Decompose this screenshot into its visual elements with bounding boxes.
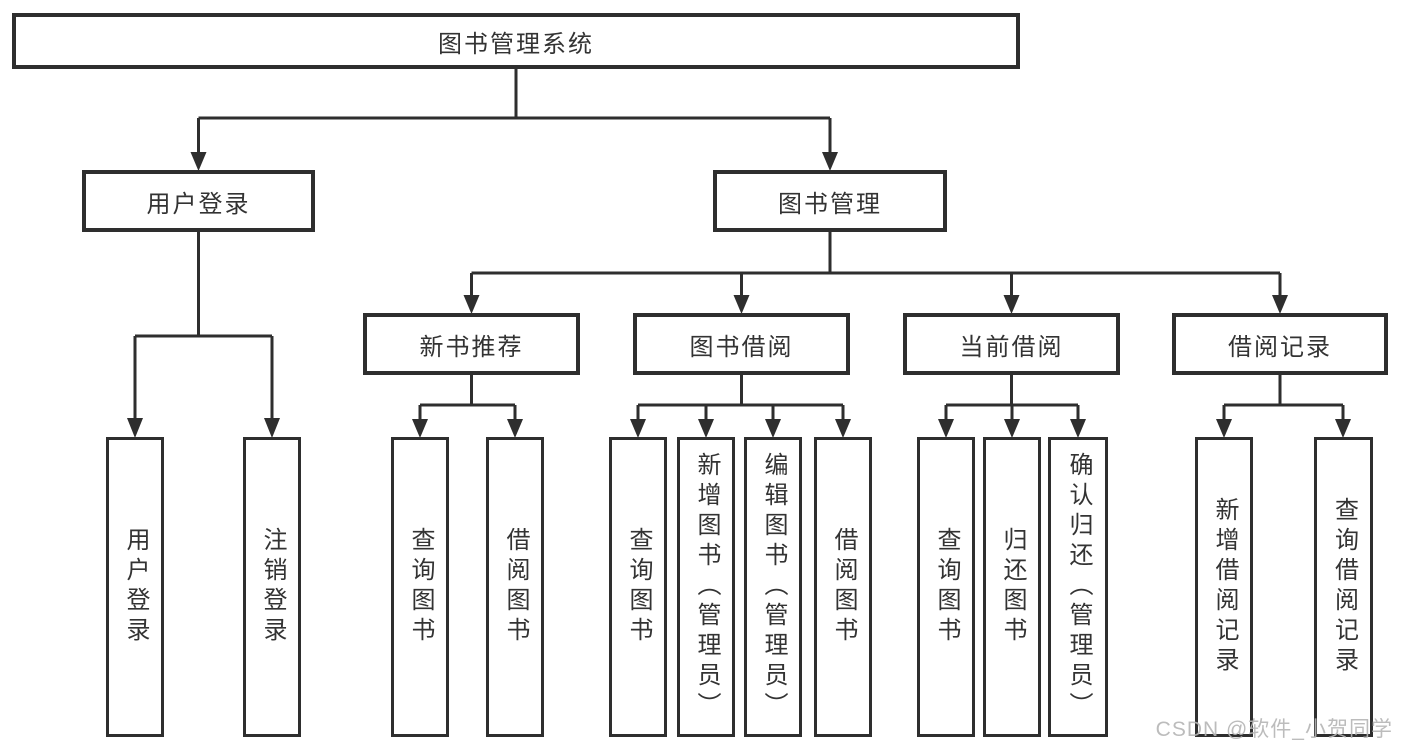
leaf-logout-label: 注销登录 — [259, 527, 286, 647]
leaf-borrow-books-recommend-label: 借阅图书 — [502, 527, 529, 647]
node-book-management-label: 图书管理 — [778, 190, 882, 218]
leaf-logout: 注销登录 — [243, 437, 301, 737]
leaf-borrow-books-label: 借阅图书 — [830, 527, 857, 647]
node-book-borrow: 图书借阅 — [633, 313, 850, 375]
leaf-add-borrow-record: 新增借阅记录 — [1195, 437, 1253, 737]
node-root: 图书管理系统 — [12, 13, 1020, 69]
node-book-borrow-label: 图书借阅 — [689, 333, 794, 361]
leaf-confirm-return-admin: 确认归还（管理员） — [1048, 437, 1108, 737]
leaf-query-books-current: 查询图书 — [917, 437, 975, 737]
leaf-query-borrow-record: 查询借阅记录 — [1314, 437, 1373, 737]
leaf-query-books-current-label: 查询图书 — [933, 527, 960, 647]
leaf-edit-book-admin: 编辑图书（管理员） — [744, 437, 802, 737]
watermark: CSDN @软件_小贺同学 — [1155, 718, 1393, 741]
leaf-query-books-recommend-label: 查询图书 — [407, 527, 434, 647]
leaf-borrow-books: 借阅图书 — [814, 437, 872, 737]
node-root-label: 图书管理系统 — [438, 30, 594, 58]
leaf-confirm-return-admin-label: 确认归还（管理员） — [1065, 452, 1092, 722]
leaf-add-borrow-record-label: 新增借阅记录 — [1211, 497, 1238, 677]
leaf-borrow-books-recommend: 借阅图书 — [486, 437, 544, 737]
leaf-query-books-recommend: 查询图书 — [391, 437, 449, 737]
node-user-login: 用户登录 — [82, 170, 315, 232]
node-borrow-records: 借阅记录 — [1172, 313, 1388, 375]
leaf-return-book-label: 归还图书 — [999, 527, 1026, 647]
node-new-book-recommend-label: 新书推荐 — [419, 333, 524, 361]
leaf-query-borrow-record-label: 查询借阅记录 — [1330, 497, 1358, 677]
leaf-return-book: 归还图书 — [983, 437, 1041, 737]
leaf-user-login: 用户登录 — [106, 437, 164, 737]
node-new-book-recommend: 新书推荐 — [363, 313, 580, 375]
leaf-add-book-admin-label: 新增图书（管理员） — [693, 452, 720, 722]
leaf-query-books-borrow: 查询图书 — [609, 437, 667, 737]
leaf-user-login-label: 用户登录 — [122, 527, 149, 647]
node-user-login-label: 用户登录 — [146, 190, 251, 218]
node-borrow-records-label: 借阅记录 — [1228, 333, 1332, 361]
node-current-borrow-label: 当前借阅 — [959, 333, 1064, 361]
arrowheads — [127, 152, 1351, 438]
leaf-query-books-borrow-label: 查询图书 — [625, 527, 652, 647]
leaf-add-book-admin: 新增图书（管理员） — [677, 437, 735, 737]
node-book-management: 图书管理 — [713, 170, 947, 232]
node-current-borrow: 当前借阅 — [903, 313, 1120, 375]
leaf-edit-book-admin-label: 编辑图书（管理员） — [760, 452, 787, 722]
